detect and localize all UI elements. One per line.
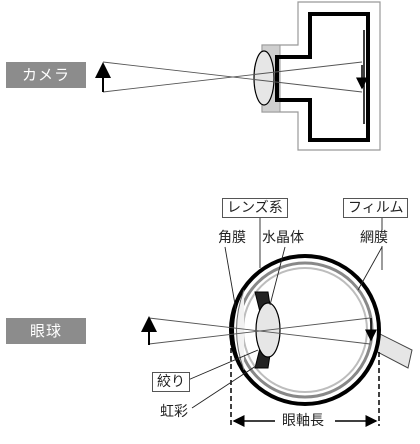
cornea-label: 角膜 bbox=[218, 230, 246, 246]
camera-ray-lower bbox=[102, 61, 363, 93]
eye-ray-lower bbox=[148, 317, 371, 345]
camera-lens bbox=[253, 50, 275, 106]
diaphragm-label: 絞り bbox=[152, 372, 190, 392]
leader-cornea bbox=[224, 246, 237, 311]
film-label: フィルム bbox=[343, 198, 409, 218]
eye-label: 眼球 bbox=[6, 318, 86, 344]
camera-figure bbox=[95, 1, 381, 151]
leader-iris bbox=[191, 361, 263, 409]
leader-diaphragm bbox=[187, 349, 259, 381]
lens-system-label: レンズ系 bbox=[222, 198, 288, 218]
leader-crystalline-lens bbox=[269, 246, 286, 306]
axial-length-label: 眼軸長 bbox=[279, 413, 327, 429]
eye-figure bbox=[141, 254, 413, 427]
crystalline-lens-label: 水晶体 bbox=[262, 230, 304, 246]
leader-retina bbox=[357, 246, 383, 291]
camera-housing-outline bbox=[261, 1, 381, 151]
retina-label: 網膜 bbox=[360, 230, 388, 246]
leader-lines bbox=[187, 217, 383, 409]
camera-label: カメラ bbox=[6, 62, 86, 88]
eye-cornea bbox=[232, 286, 245, 374]
camera-body bbox=[275, 12, 370, 142]
iris-label: 虹彩 bbox=[160, 404, 188, 420]
